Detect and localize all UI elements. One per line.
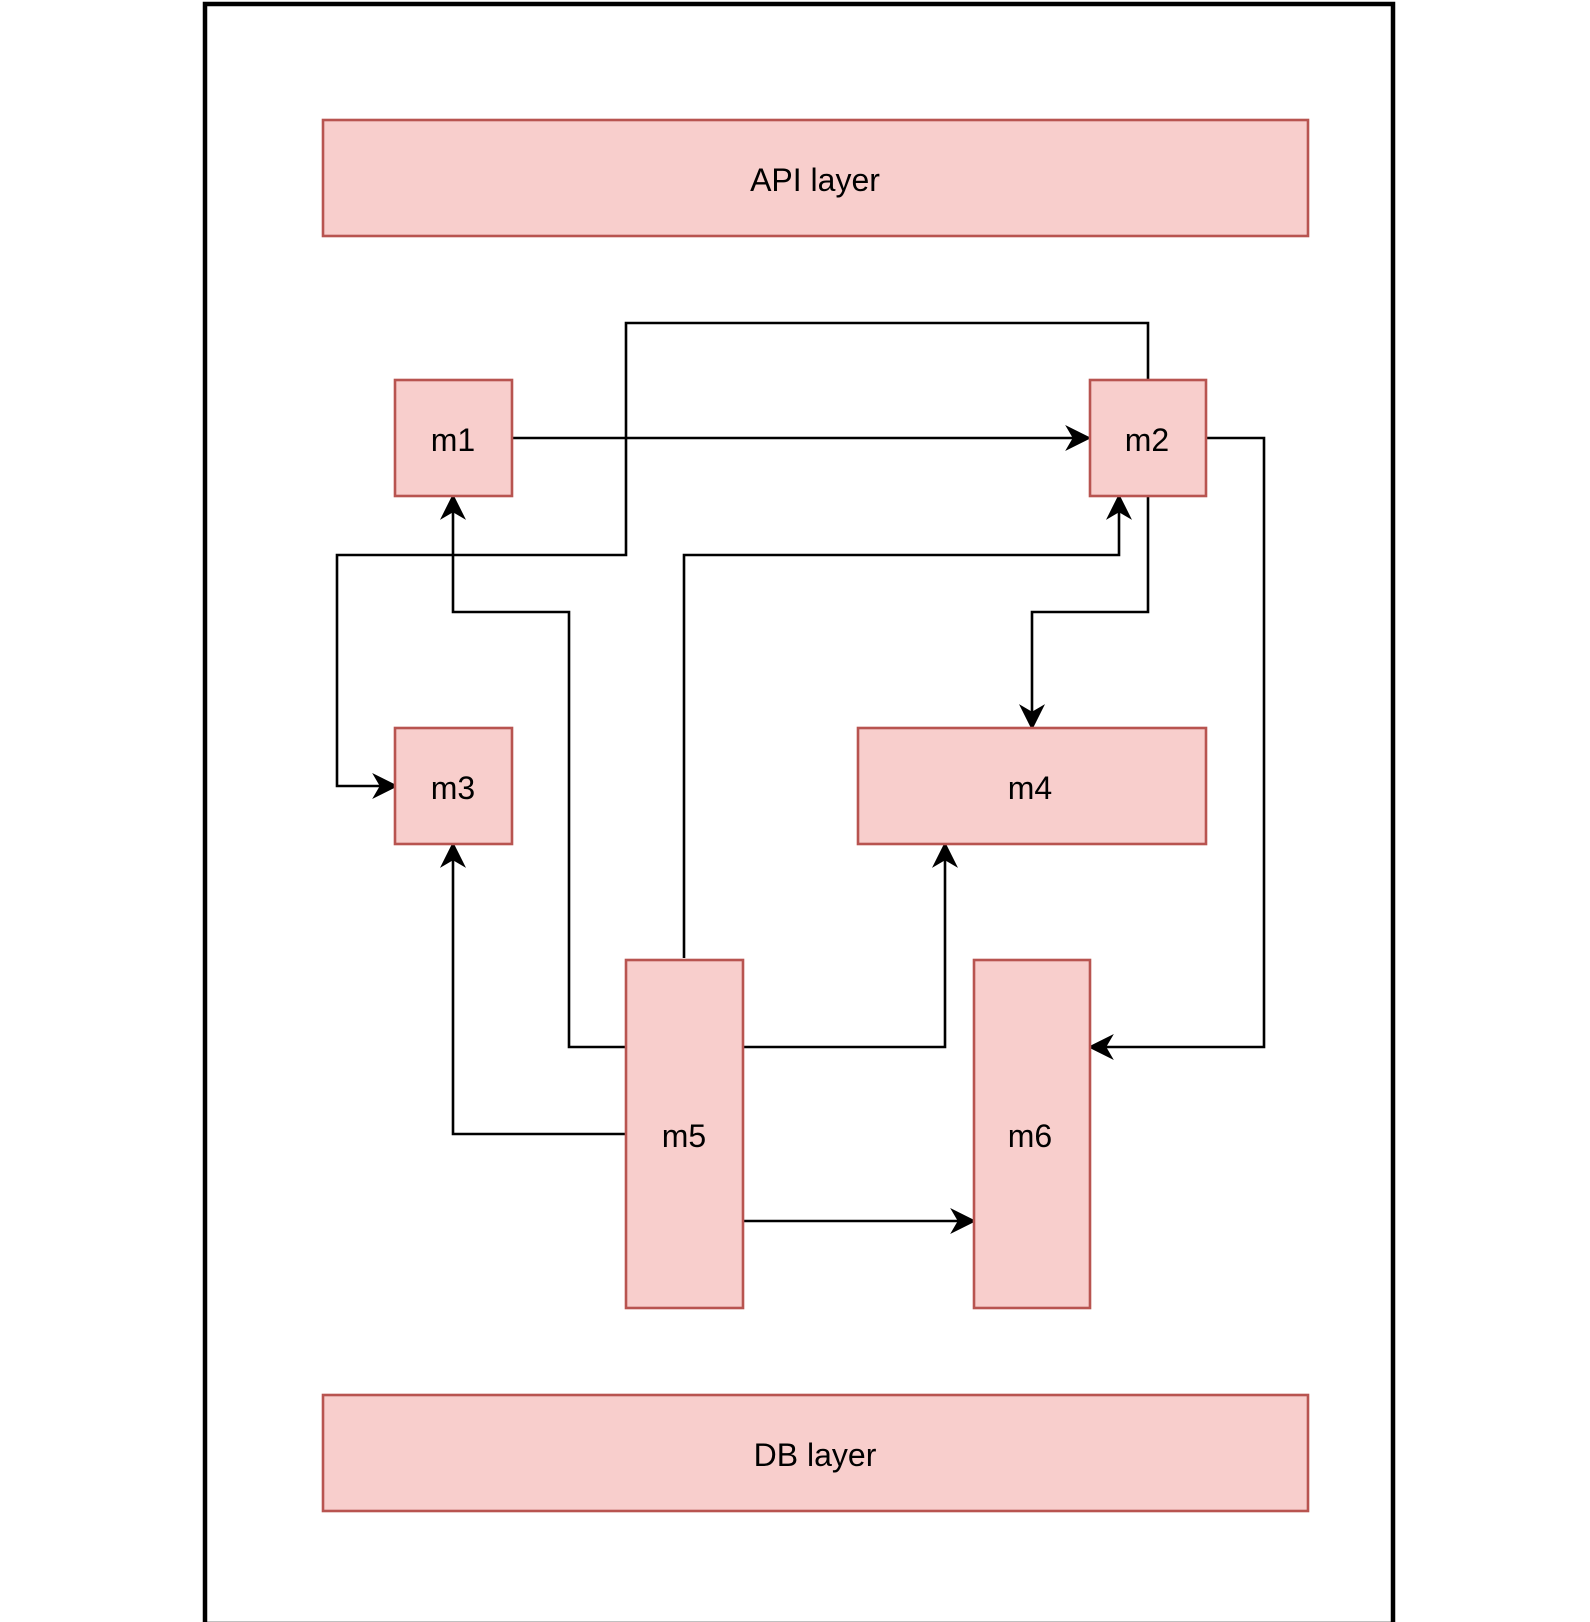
node-label: DB layer [754, 1437, 877, 1473]
edge-m2-m4 [1019, 496, 1150, 731]
node-m5[interactable]: m5 [624, 958, 745, 1310]
node-label: m6 [1008, 1118, 1052, 1154]
node-label: m5 [662, 1118, 706, 1154]
edge-m5-m3 [440, 841, 626, 1136]
container-frame [202, 1, 1396, 1622]
node-api-layer[interactable]: API layer [321, 118, 1310, 238]
edges [335, 321, 1266, 1234]
node-label: m1 [431, 422, 475, 458]
node-m3[interactable]: m3 [393, 726, 514, 846]
edge-m5-m4 [743, 841, 958, 1049]
node-m6[interactable]: m6 [972, 958, 1092, 1310]
edge-m2-m6 [1087, 436, 1266, 1060]
node-label: m2 [1125, 422, 1169, 458]
node-db-layer[interactable]: DB layer [321, 1393, 1310, 1513]
edge-m2-m3 [335, 321, 1150, 799]
node-m4[interactable]: m4 [856, 726, 1208, 846]
node-label: m3 [431, 770, 475, 806]
node-label: m4 [1008, 770, 1052, 806]
node-m2[interactable]: m2 [1088, 378, 1208, 498]
edge-m5-m2 [682, 493, 1132, 958]
node-label: API layer [750, 162, 880, 198]
node-m1[interactable]: m1 [393, 378, 514, 498]
edge-m5-m1 [440, 493, 626, 1049]
